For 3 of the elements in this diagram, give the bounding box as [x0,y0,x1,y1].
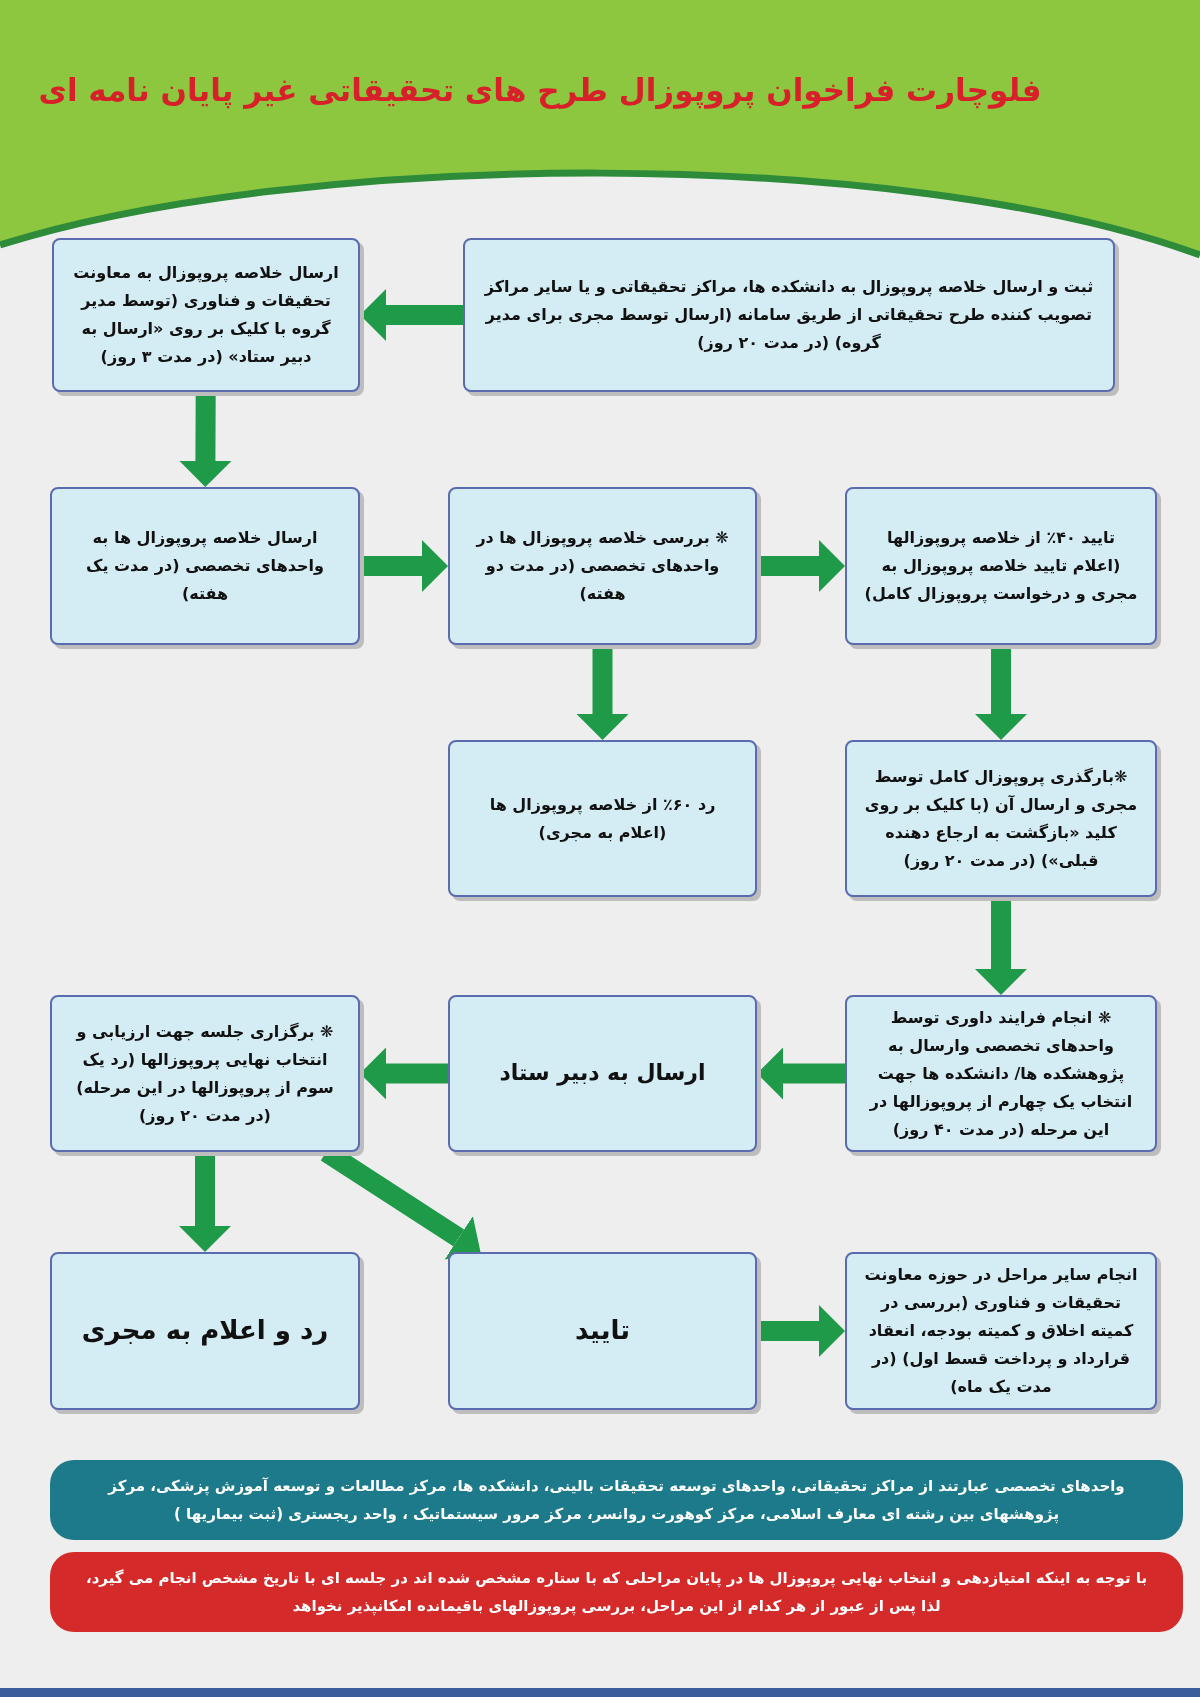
title: فلوچارت فراخوان پروپوزال طرح های تحقیقاتی غیر پایان نامه ای [37,72,1043,108]
note-banner: با توجه به اینکه امتیازدهی و انتخاب نهایی پروپوزال ها در پایان مراحلی که با ستاره مشخص شده اند در جلسه ای با تاریخ مشخص انجام می گیرد، لذا پس از عبور از هر کدام از این مراحل، بررسی پروپوزالهای باقیمانده امکانپذیر نخواهد [50,1552,1183,1632]
note-banner: واحدهای تخصصی عبارتند از مراکز تحقیقاتی، واحدهای توسعه تحقیقات بالینی، دانشکده ها، مرکز مطالعات و توسعه آموزش پزشکی، مرکز پژوهشهای بین رشته ای معارف اسلامی، مرکز کوهورت روانسر، مرکز مرور سیستماتیک ، واحد ریجستری (ثبت بیماریها ) [50,1460,1183,1540]
